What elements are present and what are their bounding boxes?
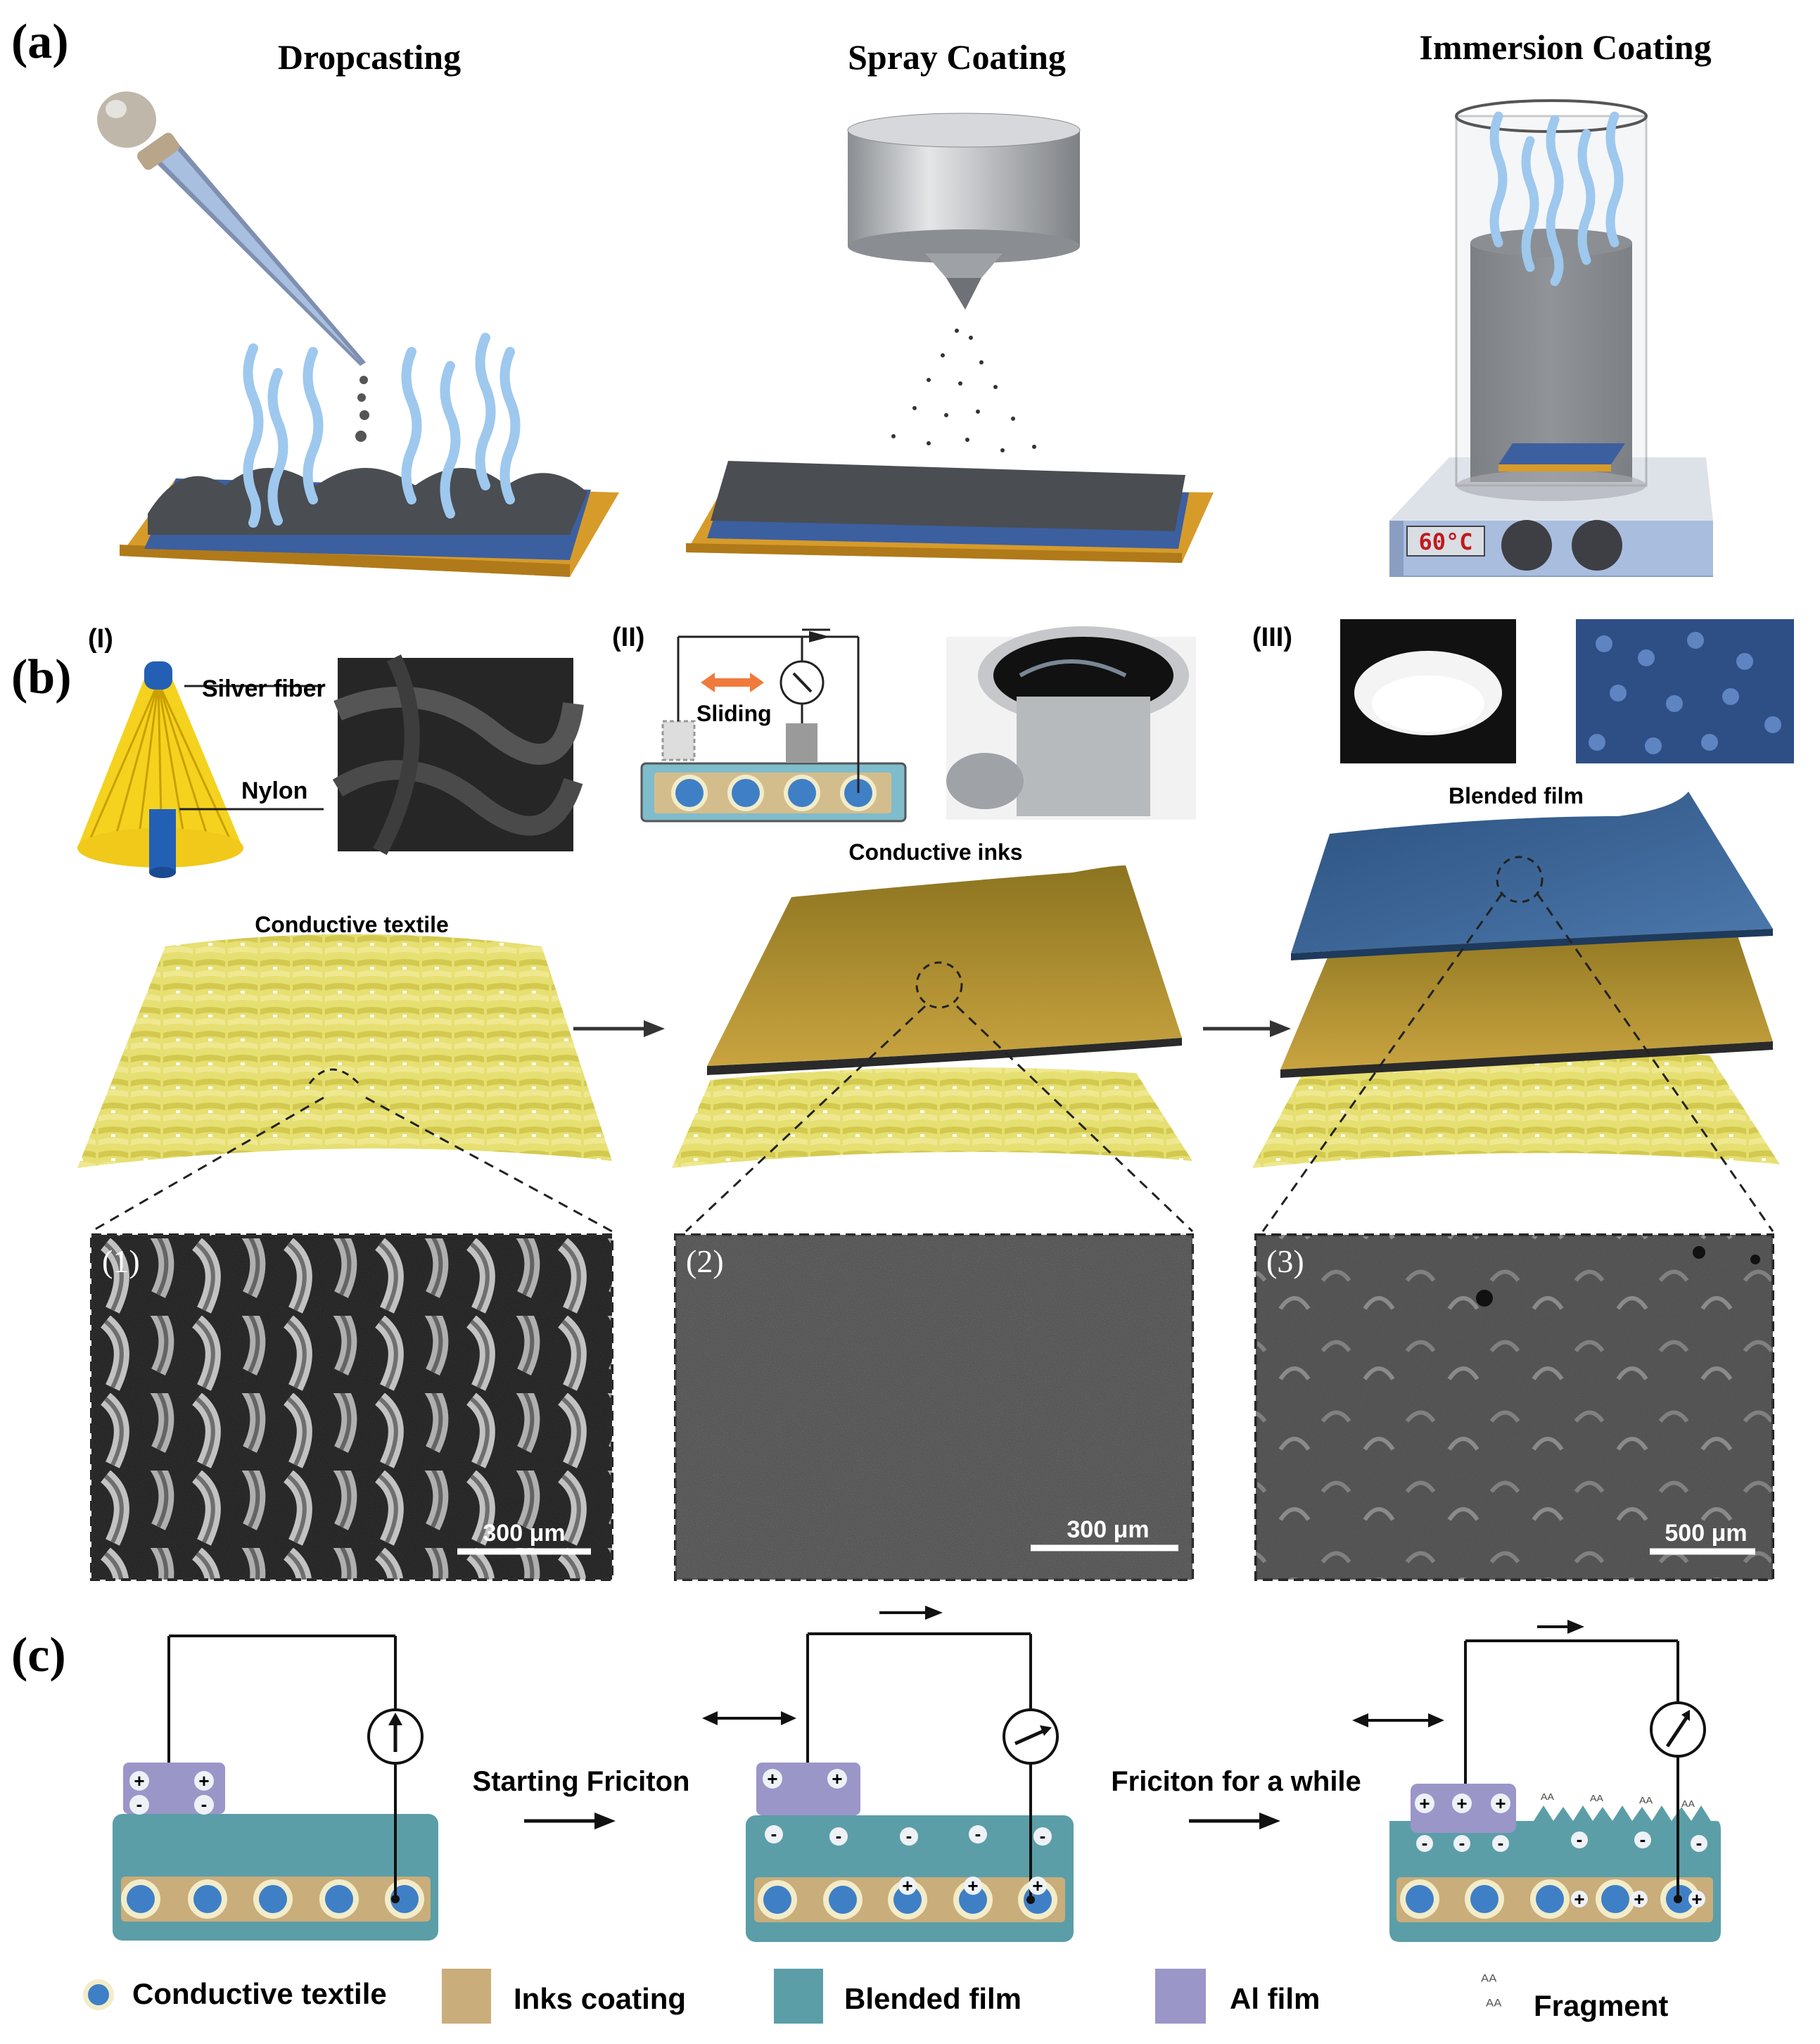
- panel-a-label: (a): [11, 15, 69, 69]
- fragment-icon: ᴬᴬ: [1481, 1972, 1497, 1993]
- process-arrow-2: [1203, 1020, 1291, 1037]
- blue-pellets-photo: [1576, 619, 1794, 763]
- stage-1-charges: + + - -: [129, 1770, 214, 1815]
- svg-text:-: -: [836, 1825, 842, 1846]
- label-conductive-inks: Conductive inks: [848, 839, 1022, 865]
- svg-text:-: -: [771, 1823, 777, 1844]
- svg-text:+: +: [902, 1875, 912, 1896]
- sem-scale-1: 300 μm: [483, 1520, 565, 1547]
- svg-text:-: -: [906, 1825, 912, 1846]
- stage-3-fragments: ᴬᴬ ᴬᴬ ᴬᴬ ᴬᴬ: [1541, 1791, 1695, 1816]
- sem-image-2: (2) 300 μm: [674, 1233, 1194, 1581]
- svg-text:-: -: [1640, 1829, 1646, 1850]
- svg-text:+: +: [1495, 1793, 1506, 1814]
- step-arrow-1: [524, 1813, 616, 1829]
- svg-text:ᴬᴬ: ᴬᴬ: [1639, 1795, 1653, 1813]
- svg-text:+: +: [967, 1875, 978, 1896]
- label-blended-film: Blended film: [1449, 783, 1584, 808]
- legend-item-inks-coating: Inks coating: [442, 1969, 686, 2024]
- label-sliding: Sliding: [696, 701, 772, 726]
- ink-sheet: [707, 865, 1182, 1066]
- white-powder-photo: [1340, 619, 1516, 763]
- title-immersion-coating: Immersion Coating: [1419, 27, 1711, 67]
- label-nylon: Nylon: [241, 777, 307, 804]
- svg-text:-: -: [1696, 1832, 1703, 1853]
- title-dropcasting: Dropcasting: [278, 37, 461, 77]
- svg-text:-: -: [201, 1794, 208, 1815]
- panel-c-label: (c): [11, 1628, 66, 1682]
- svg-text:-: -: [1040, 1825, 1046, 1846]
- sub-label-3: (III): [1252, 623, 1292, 652]
- svg-text:-: -: [1498, 1832, 1504, 1853]
- svg-text:ᴬᴬ: ᴬᴬ: [1541, 1791, 1554, 1809]
- sub-label-2: (II): [612, 623, 644, 652]
- process-arrow-1: [573, 1020, 665, 1037]
- spray-nozzle: [847, 113, 1081, 310]
- title-spray-coating: Spray Coating: [848, 37, 1066, 77]
- svg-text:-: -: [136, 1794, 143, 1815]
- sem-scale-2: 300 μm: [1067, 1516, 1149, 1543]
- stage-3-schematic: [1352, 1620, 1721, 1942]
- sem-number-3: (3): [1266, 1243, 1304, 1279]
- sem-image-1: (1) 300 μm: [90, 1233, 613, 1581]
- legend-label-blended-film: Blended film: [844, 1982, 1022, 2015]
- sub-label-1: (I): [88, 624, 113, 654]
- svg-text:-: -: [1459, 1832, 1465, 1853]
- legend: Conductive textile Inks coating Blended …: [83, 1969, 1668, 2024]
- sem-number-1: (1): [102, 1243, 140, 1279]
- panel-b-label: (b): [11, 650, 72, 704]
- fabric-photo: [332, 654, 584, 856]
- legend-item-fragment: ᴬᴬ ᴬᴬ Fragment: [1481, 1972, 1668, 2022]
- ink-can-photo: [946, 626, 1196, 820]
- spray-substrate: [686, 461, 1214, 563]
- step-label-starting-friction: Starting Friciton: [473, 1766, 690, 1797]
- svg-text:+: +: [1032, 1875, 1043, 1896]
- svg-text:-: -: [1422, 1832, 1428, 1853]
- stage-1-schematic: [113, 1634, 438, 1941]
- label-conductive-textile: Conductive textile: [255, 912, 449, 937]
- sem-image-3: (3) 500 μm: [1254, 1233, 1774, 1581]
- textile-sheet-2: [672, 1067, 1192, 1168]
- label-silver-fiber: Silver fiber: [202, 675, 326, 702]
- svg-text:ᴬᴬ: ᴬᴬ: [1681, 1798, 1695, 1816]
- pipette: [97, 91, 369, 442]
- svg-text:+: +: [832, 1768, 842, 1789]
- fiber-cone: [77, 661, 243, 878]
- stage-2-schematic: [702, 1606, 1074, 1942]
- textile-sheet-3: [1252, 1050, 1780, 1168]
- svg-text:+: +: [1419, 1793, 1430, 1814]
- legend-item-blended-film: Blended film: [774, 1969, 1022, 2024]
- textile-sheet-1: [77, 934, 612, 1168]
- svg-text:+: +: [198, 1770, 209, 1791]
- legend-label-inks-coating: Inks coating: [514, 1982, 686, 2015]
- sem-scale-3: 500 μm: [1665, 1520, 1747, 1547]
- svg-text:+: +: [134, 1770, 144, 1791]
- blended-film-sheet: [1291, 792, 1773, 953]
- sliding-schematic: [640, 628, 907, 823]
- stage-2-charges: + + - - - - - + + +: [763, 1768, 1052, 1896]
- svg-text:+: +: [1691, 1889, 1702, 1910]
- step-label-friction-for-a-while: Friciton for a while: [1111, 1766, 1361, 1797]
- hotplate-temperature: 60°C: [1418, 528, 1472, 555]
- svg-text:+: +: [767, 1768, 777, 1789]
- svg-text:ᴬᴬ: ᴬᴬ: [1590, 1793, 1603, 1810]
- legend-item-al-film: Al film: [1155, 1969, 1320, 2024]
- svg-text:-: -: [975, 1823, 981, 1844]
- legend-label-al-film: Al film: [1230, 1982, 1320, 2015]
- step-arrow-2: [1189, 1813, 1280, 1829]
- dropcasting-substrate: [120, 468, 619, 577]
- immersion-vapor: [1489, 111, 1624, 286]
- sem-number-2: (2): [686, 1243, 724, 1279]
- svg-text:+: +: [1456, 1793, 1467, 1814]
- svg-text:+: +: [1574, 1889, 1584, 1910]
- dropcasting-vapor: [243, 333, 521, 528]
- legend-label-fragment: Fragment: [1534, 1989, 1668, 2022]
- stage-3-charges: + + + - - - - - - + + +: [1415, 1793, 1707, 1910]
- zoom-lines: [91, 893, 1774, 1233]
- legend-label-conductive-textile: Conductive textile: [132, 1977, 387, 2010]
- fragment-icon-2: ᴬᴬ: [1486, 1996, 1502, 2017]
- svg-text:-: -: [1577, 1829, 1583, 1850]
- svg-text:+: +: [1634, 1889, 1644, 1910]
- legend-item-conductive-textile: Conductive textile: [83, 1977, 387, 2010]
